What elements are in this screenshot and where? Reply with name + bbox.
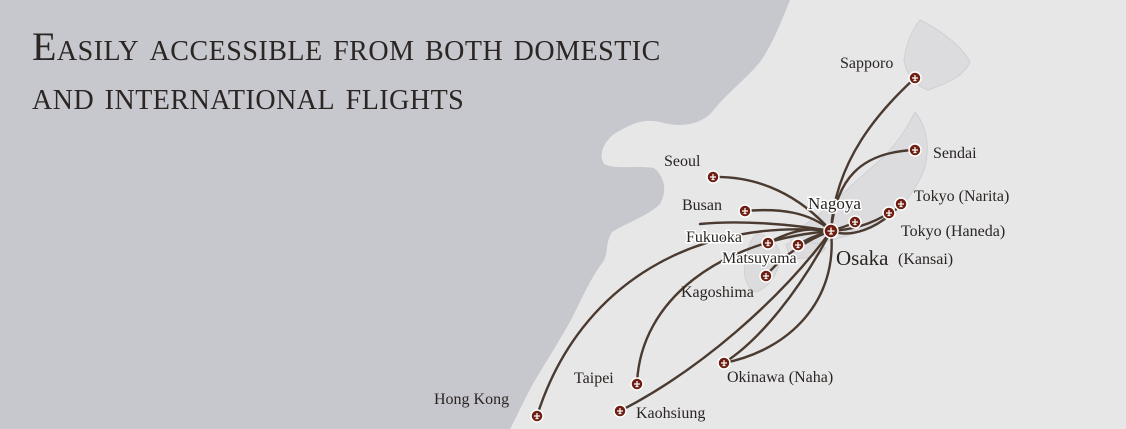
route-sendai [829, 148, 917, 233]
route-okinawa [722, 229, 833, 365]
route-busan [743, 208, 833, 233]
route-taipei [635, 229, 833, 386]
label-okinawa[interactable]: Okinawa (Naha) [727, 369, 833, 386]
airplane-icon[interactable] [630, 377, 644, 391]
route-hongkong [535, 228, 833, 418]
label-osaka[interactable]: Osaka [836, 246, 889, 270]
label-sapporo[interactable]: Sapporo [840, 55, 893, 72]
airplane-icon[interactable] [759, 269, 773, 283]
airplane-icon[interactable] [791, 238, 805, 252]
airplane-icon[interactable] [908, 71, 922, 85]
label-matsuyama[interactable]: Matsuyama [721, 249, 799, 269]
land-korea [699, 130, 753, 216]
label-tokyo-narita[interactable]: Tokyo (Narita) [914, 188, 1009, 205]
label-tokyo-haneda[interactable]: Tokyo (Haneda) [901, 223, 1005, 240]
route-okinawa-2 [722, 229, 833, 365]
route-kaohsiung [618, 229, 833, 413]
label-busan[interactable]: Busan [682, 197, 722, 214]
label-hong-kong[interactable]: Hong Kong [434, 391, 509, 408]
land-japan-hokkaido [903, 19, 971, 91]
airplane-icon[interactable] [530, 409, 544, 423]
airplane-icon[interactable] [894, 197, 908, 211]
route-seoul [711, 175, 833, 233]
airplane-icon[interactable] [882, 206, 896, 220]
page-title-line-1: Easily accessible from both domestic [32, 24, 661, 69]
airplane-icon[interactable] [717, 356, 731, 370]
label-kansai[interactable]: (Kansai) [898, 251, 953, 268]
label-sendai[interactable]: Sendai [933, 145, 977, 162]
label-seoul[interactable]: Seoul [664, 153, 701, 170]
airport-markers [530, 71, 922, 423]
airplane-icon[interactable] [738, 204, 752, 218]
airplane-icon[interactable] [613, 404, 627, 418]
label-nagoya[interactable]: Nagoya [807, 193, 863, 215]
airplane-icon[interactable] [908, 143, 922, 157]
airplane-icon[interactable] [848, 215, 862, 229]
airplane-icon[interactable] [706, 170, 720, 184]
route-hub-busan-2 [698, 221, 833, 233]
label-taipei[interactable]: Taipei [574, 370, 614, 387]
label-fukuoka[interactable]: Fukuoka [685, 228, 744, 248]
label-kagoshima[interactable]: Kagoshima [681, 284, 754, 301]
city-labels: Sapporo Sendai Seoul Busan Nagoya Tokyo … [434, 55, 1009, 422]
airplane-icon[interactable] [823, 223, 839, 239]
airplane-icon[interactable] [761, 236, 775, 250]
page-title: Easily accessible from both domestic and… [32, 22, 661, 120]
label-kaohsiung[interactable]: Kaohsiung [636, 405, 705, 422]
page-title-line-2: and international flights [32, 73, 465, 118]
